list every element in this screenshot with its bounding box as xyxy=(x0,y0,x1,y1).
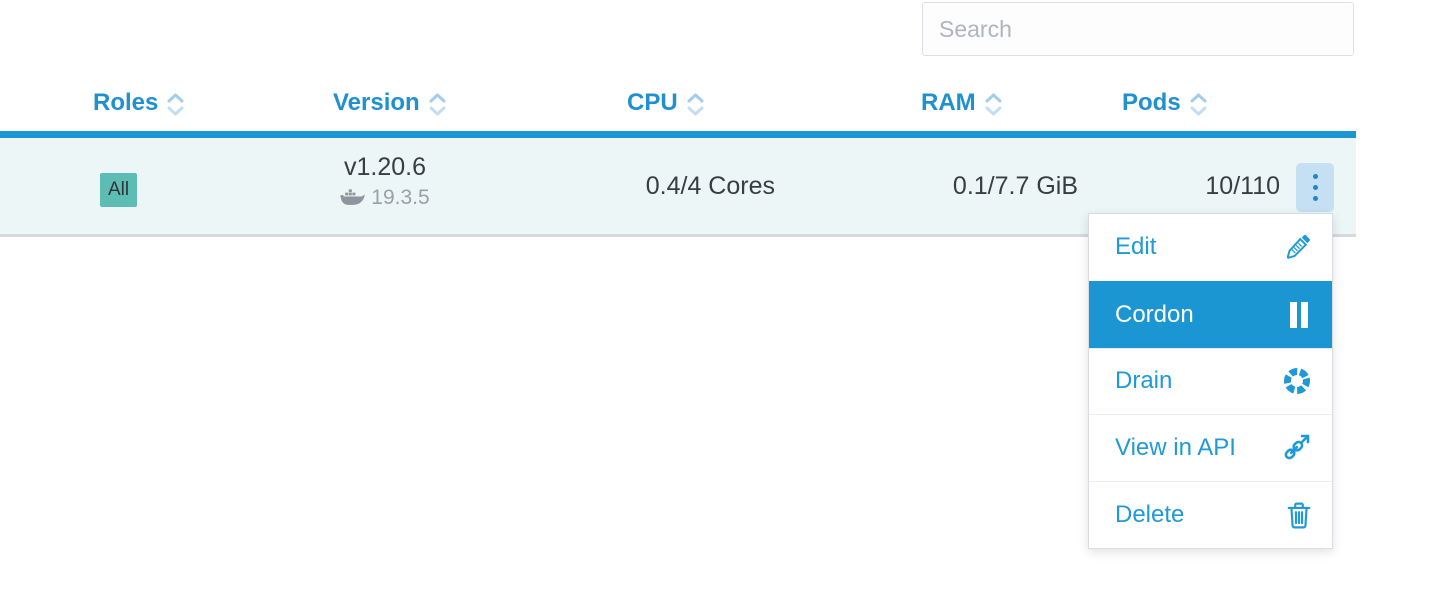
sort-icon xyxy=(985,93,1002,116)
trash-icon xyxy=(1287,502,1311,529)
pause-icon xyxy=(1287,301,1311,329)
column-header-pods[interactable]: Pods xyxy=(1122,75,1207,131)
roles-badge: All xyxy=(100,173,138,207)
table-row[interactable]: All v1.20.6 19.3.5 0.4/4 Cores 0.1 xyxy=(0,138,1356,237)
docker-version: 19.3.5 xyxy=(371,186,430,209)
spinner-icon xyxy=(1283,367,1311,395)
column-header-ram[interactable]: RAM xyxy=(921,75,1002,131)
external-link-icon xyxy=(1281,433,1311,463)
menu-item-delete[interactable]: Delete xyxy=(1089,481,1332,548)
table-header-row: Roles Version CPU RAM xyxy=(0,75,1356,138)
sort-icon xyxy=(1190,93,1207,116)
column-header-cpu[interactable]: CPU xyxy=(627,75,704,131)
pencil-icon xyxy=(1287,234,1311,260)
version-cell: v1.20.6 19.3.5 xyxy=(325,151,445,213)
menu-item-label: Delete xyxy=(1115,501,1185,529)
column-header-label: CPU xyxy=(627,89,678,116)
menu-item-edit[interactable]: Edit xyxy=(1089,214,1332,281)
menu-item-drain[interactable]: Drain xyxy=(1089,347,1332,415)
sort-icon xyxy=(429,93,446,116)
menu-item-label: Edit xyxy=(1115,233,1157,261)
pods-value: 10/110 xyxy=(1205,171,1280,200)
column-header-label: RAM xyxy=(921,89,976,116)
menu-item-label: View in API xyxy=(1115,434,1236,462)
menu-item-label: Drain xyxy=(1115,367,1173,395)
ram-value: 0.1/7.7 GiB xyxy=(952,171,1078,200)
sort-icon xyxy=(167,93,184,116)
cpu-value: 0.4/4 Cores xyxy=(645,171,775,200)
row-actions-menu: Edit Cordon Drain xyxy=(1088,213,1333,549)
search-input[interactable] xyxy=(922,2,1354,56)
menu-item-label: Cordon xyxy=(1115,300,1194,328)
column-header-label: Pods xyxy=(1122,89,1181,116)
menu-item-cordon[interactable]: Cordon xyxy=(1089,280,1332,348)
kebab-menu-icon xyxy=(1312,174,1318,179)
column-header-version[interactable]: Version xyxy=(333,75,446,131)
sort-icon xyxy=(687,93,704,116)
kubernetes-version: v1.20.6 xyxy=(343,153,426,181)
row-actions-button[interactable] xyxy=(1296,163,1334,212)
column-header-roles[interactable]: Roles xyxy=(93,75,184,131)
column-header-label: Version xyxy=(333,89,420,116)
column-header-label: Roles xyxy=(93,89,159,116)
menu-item-view-in-api[interactable]: View in API xyxy=(1089,414,1332,481)
docker-icon xyxy=(340,189,366,207)
